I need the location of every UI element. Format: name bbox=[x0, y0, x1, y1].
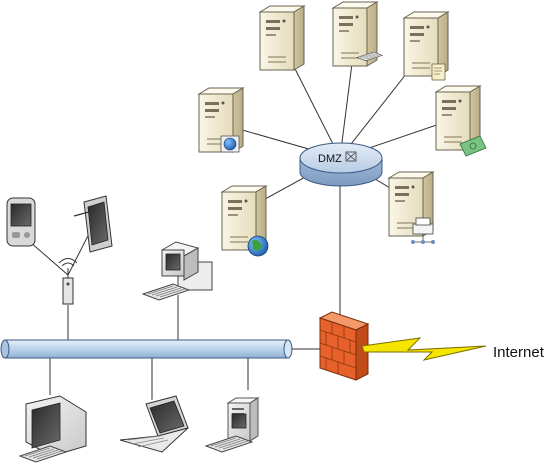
document-icon bbox=[431, 63, 446, 81]
printer-icon bbox=[411, 217, 435, 244]
switch-icon bbox=[345, 151, 357, 162]
lan-connection-lines bbox=[21, 221, 249, 400]
server-left bbox=[198, 87, 244, 153]
firewall-icon bbox=[318, 311, 370, 381]
desktop-pc-icon bbox=[142, 241, 213, 301]
money-icon bbox=[459, 135, 487, 157]
lan-backbone bbox=[0, 339, 293, 359]
internet-label: Internet bbox=[493, 344, 545, 361]
tablet-icon bbox=[73, 195, 113, 253]
server-top-center bbox=[332, 1, 383, 67]
crt-workstation-icon bbox=[19, 395, 87, 463]
server-lower-left bbox=[221, 185, 269, 257]
server-top-left bbox=[259, 5, 305, 71]
server-lower-right bbox=[388, 171, 435, 244]
workstation-icon bbox=[205, 397, 259, 453]
wireless-access-point-icon bbox=[58, 258, 78, 305]
dmz-hub: DMZ bbox=[299, 142, 383, 187]
dmz-hub-label: DMZ bbox=[318, 153, 342, 165]
lightning-icon bbox=[361, 337, 487, 361]
server-right bbox=[435, 85, 487, 157]
globe-icon bbox=[247, 235, 269, 257]
pda-icon bbox=[6, 197, 36, 247]
laptop-icon bbox=[119, 395, 189, 453]
globe-disk-icon bbox=[220, 135, 240, 153]
server-top-right bbox=[403, 11, 449, 81]
